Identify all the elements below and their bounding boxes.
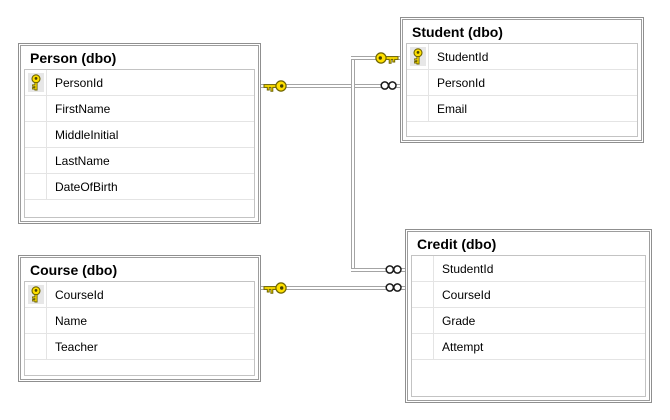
column-name: Grade — [442, 313, 476, 328]
icon-cell-empty — [412, 282, 434, 307]
table-person-row-personid[interactable]: PersonId — [25, 70, 254, 96]
table-course-grid: CourseId Name Teacher — [24, 281, 255, 376]
table-person-row-dateofbirth[interactable]: DateOfBirth — [25, 174, 254, 200]
table-credit-row-studentid[interactable]: StudentId — [412, 256, 645, 282]
table-credit-row-attempt[interactable]: Attempt — [412, 334, 645, 360]
table-student-title[interactable]: Student (dbo) — [412, 24, 503, 40]
primary-key-icon — [27, 73, 44, 92]
pk-cell — [25, 70, 47, 95]
icon-cell-empty — [25, 96, 47, 121]
icon-cell-empty — [412, 334, 434, 359]
table-person-row-middleinitial[interactable]: MiddleInitial — [25, 122, 254, 148]
table-person-grid: PersonId FirstName MiddleInitial LastNam… — [24, 69, 255, 218]
column-name: FirstName — [55, 101, 111, 116]
table-course-row-teacher[interactable]: Teacher — [25, 334, 254, 360]
table-person[interactable]: Person (dbo) PersonId FirstName MiddleIn… — [18, 43, 261, 224]
table-person-row-lastname[interactable]: LastName — [25, 148, 254, 174]
column-name: Teacher — [55, 339, 98, 354]
relationship-student-credit-line-bottom[interactable] — [351, 268, 405, 272]
table-student-row-studentid[interactable]: StudentId — [407, 44, 637, 70]
table-course-row-name[interactable]: Name — [25, 308, 254, 334]
person-student-key-icon — [262, 79, 288, 93]
icon-cell-empty — [25, 174, 47, 199]
column-name: PersonId — [437, 75, 486, 90]
pk-cell — [407, 44, 429, 69]
icon-cell-empty — [25, 308, 47, 333]
column-name: Name — [55, 313, 88, 328]
icon-cell-empty — [407, 96, 429, 121]
table-course-title[interactable]: Course (dbo) — [30, 262, 118, 278]
icon-cell-empty — [412, 308, 434, 333]
table-credit-row-grade[interactable]: Grade — [412, 308, 645, 334]
table-course-row-courseid[interactable]: CourseId — [25, 282, 254, 308]
course-credit-key-icon — [262, 281, 288, 295]
column-name: StudentId — [442, 261, 494, 276]
column-name: StudentId — [437, 49, 489, 64]
table-student-grid: StudentId PersonId Email — [406, 43, 638, 137]
relationship-person-student-line[interactable] — [261, 84, 400, 88]
person-student-infinity-icon — [379, 80, 400, 91]
table-person-title[interactable]: Person (dbo) — [30, 50, 117, 66]
course-credit-infinity-icon — [384, 282, 405, 293]
icon-cell-empty — [25, 334, 47, 359]
column-name: Email — [437, 101, 468, 116]
table-course[interactable]: Course (dbo) CourseId Name Teacher — [18, 255, 261, 382]
table-credit-title[interactable]: Credit (dbo) — [417, 236, 497, 252]
column-name: Attempt — [442, 339, 484, 354]
column-name: LastName — [55, 153, 110, 168]
relationship-course-credit-line[interactable] — [261, 286, 405, 290]
column-name: PersonId — [55, 75, 104, 90]
column-name: DateOfBirth — [55, 179, 118, 194]
column-name: CourseId — [55, 287, 104, 302]
table-student-row-email[interactable]: Email — [407, 96, 637, 122]
table-credit-grid: StudentId CourseId Grade Attempt — [411, 255, 646, 397]
primary-key-icon — [409, 47, 426, 66]
icon-cell-empty — [407, 70, 429, 95]
student-credit-key-icon — [374, 51, 400, 65]
relationship-student-credit-line-vertical[interactable] — [351, 56, 355, 272]
table-student-row-personid[interactable]: PersonId — [407, 70, 637, 96]
column-name: CourseId — [442, 287, 491, 302]
table-credit-row-courseid[interactable]: CourseId — [412, 282, 645, 308]
icon-cell-empty — [412, 256, 434, 281]
icon-cell-empty — [25, 148, 47, 173]
pk-cell — [25, 282, 47, 307]
table-credit[interactable]: Credit (dbo) StudentId CourseId Grade At… — [405, 229, 652, 403]
table-person-row-firstname[interactable]: FirstName — [25, 96, 254, 122]
student-credit-infinity-icon — [384, 264, 405, 275]
icon-cell-empty — [25, 122, 47, 147]
column-name: MiddleInitial — [55, 127, 119, 142]
table-student[interactable]: Student (dbo) StudentId PersonId Email — [400, 17, 644, 143]
primary-key-icon — [27, 285, 44, 304]
